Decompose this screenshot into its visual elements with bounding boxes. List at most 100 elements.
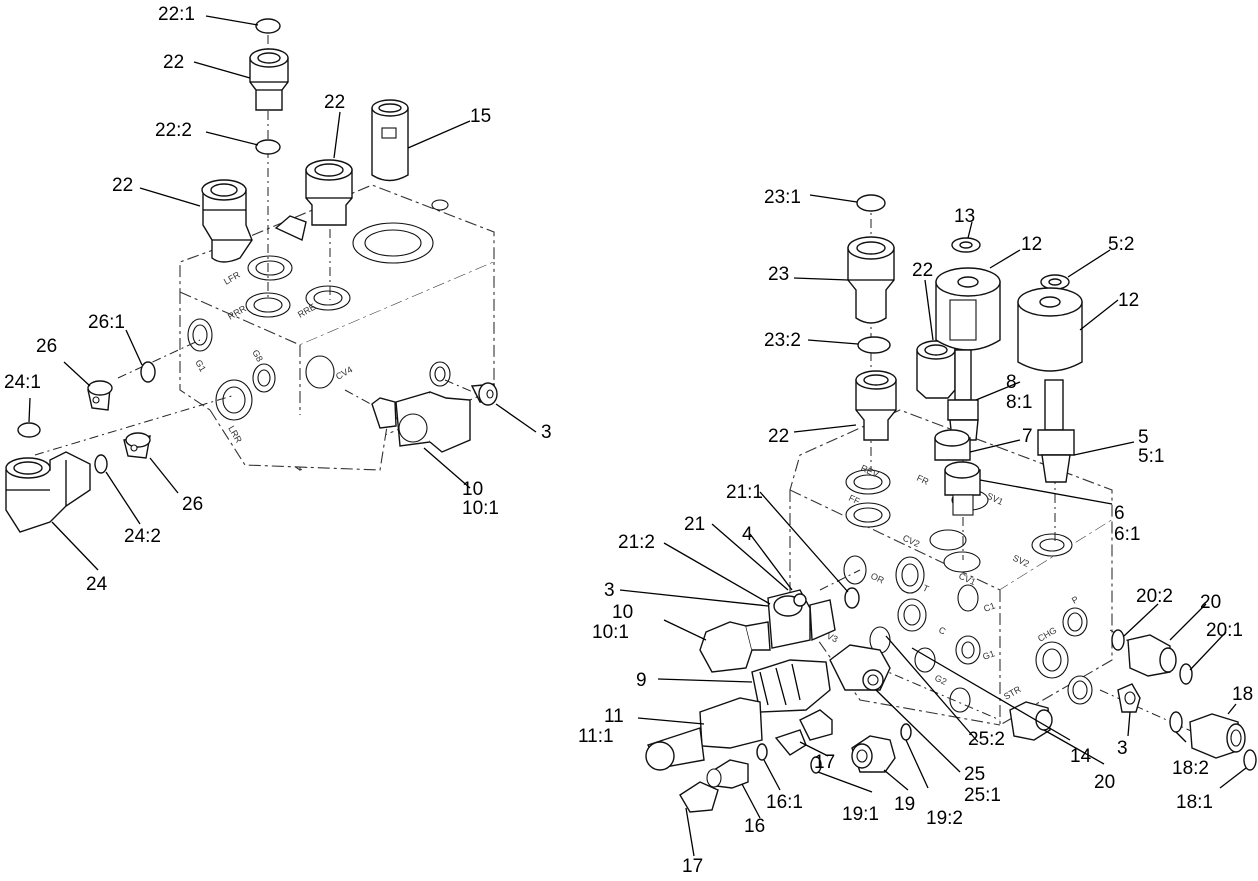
plug-26-upper — [87, 380, 113, 411]
o-ring-23-2 — [857, 336, 891, 354]
callout-24-2: 24:2 — [124, 526, 161, 547]
fitting-22-right-lower — [855, 370, 897, 441]
coil-12-left — [935, 267, 1001, 351]
fitting-22-elbow-left — [201, 179, 253, 263]
callout-12-upper: 12 — [1021, 234, 1042, 255]
callout-26-upper: 26 — [36, 336, 57, 357]
callout-13: 13 — [954, 206, 975, 227]
callout-23-2: 23:2 — [764, 330, 801, 351]
o-ring-16-1 — [756, 743, 768, 761]
callout-18-1: 18:1 — [1176, 792, 1213, 813]
right-manifold-assembly: REV FF FR SV1 CV2 CV1 SV2 OR T C1 C G1 G… — [619, 194, 1257, 857]
o-ring-22-2 — [255, 139, 281, 155]
o-ring-19-1 — [810, 756, 822, 774]
callout-5-1: 5:1 — [1138, 446, 1164, 467]
callout-15: 15 — [470, 106, 491, 127]
o-ring-23-1 — [856, 194, 886, 212]
callout-6-1: 6:1 — [1114, 524, 1140, 545]
port-mark-g1-right: G1 — [981, 648, 996, 662]
o-ring-4 — [793, 593, 807, 607]
callout-19: 19 — [894, 794, 915, 815]
callout-25-2: 25:2 — [968, 729, 1005, 750]
port-mark-p: P — [1070, 594, 1080, 606]
callout-12-lower: 12 — [1118, 290, 1139, 311]
callout-21-2: 21:2 — [618, 532, 655, 553]
callout-22-1: 22:1 — [158, 4, 195, 25]
plug-7 — [934, 429, 971, 461]
plug-10-right — [699, 621, 771, 673]
callout-labels: 22:1 22 22:2 22 15 22 26:1 26 24:1 3 10 … — [4, 4, 1253, 877]
callout-9: 9 — [636, 670, 647, 691]
plug-3-right — [1117, 683, 1141, 713]
callout-23: 23 — [768, 264, 789, 285]
callout-6: 6 — [1114, 503, 1125, 524]
callout-19-2: 19:2 — [926, 808, 963, 829]
port-mark-t: T — [921, 583, 931, 595]
o-ring-19-2 — [900, 723, 912, 741]
callout-11: 11 — [604, 706, 624, 727]
callout-17-upper: 17 — [814, 752, 835, 773]
callout-10-left: 10 — [462, 479, 483, 500]
plug-3-left — [470, 382, 498, 406]
callout-26-1: 26:1 — [88, 312, 125, 333]
o-ring-21-1 — [844, 587, 860, 609]
callout-22-center: 22 — [324, 92, 345, 113]
o-ring-18-1 — [1243, 749, 1257, 771]
callout-25-1: 25:1 — [964, 785, 1001, 806]
fitting-22-right-upper — [916, 340, 956, 399]
plug-10-left — [371, 391, 471, 453]
callout-20-1: 20:1 — [1206, 620, 1243, 641]
callout-3-right-upper: 3 — [604, 580, 615, 601]
port-mark-v3: V3 — [825, 631, 839, 645]
callout-3-left: 3 — [541, 422, 552, 443]
cartridge-5 — [1037, 379, 1075, 483]
callout-26-lower: 26 — [182, 494, 203, 515]
port-mark-g8: G8 — [250, 348, 265, 363]
callout-5: 5 — [1138, 427, 1149, 448]
callout-20-lower: 20 — [1094, 772, 1115, 793]
callout-20-upper: 20 — [1200, 592, 1221, 613]
callout-4: 4 — [742, 524, 753, 545]
callout-3-right-lower: 3 — [1117, 738, 1128, 759]
callout-25: 25 — [964, 764, 985, 785]
callout-18-2: 18:2 — [1172, 758, 1209, 779]
o-ring-18-2 — [1169, 711, 1183, 733]
fitting-20-lower — [1009, 701, 1053, 741]
callout-19-1: 19:1 — [842, 804, 879, 825]
clip-17-lower — [679, 781, 719, 813]
callout-10-1-right: 10:1 — [592, 622, 629, 643]
o-ring-24-2 — [94, 454, 108, 474]
callout-10-1-left: 10:1 — [462, 498, 499, 519]
callout-24-1: 24:1 — [4, 372, 41, 393]
callout-10-right: 10 — [612, 602, 633, 623]
o-ring-24-1 — [17, 422, 41, 438]
callout-8: 8 — [1006, 372, 1017, 393]
fitting-16 — [706, 759, 749, 789]
left-manifold-assembly: LFR RRR RRE G1 G8 LRR CV4 — [5, 15, 537, 571]
clip-17-upper — [774, 709, 833, 756]
fitting-23 — [847, 236, 895, 324]
callout-22-right-upper: 22 — [912, 260, 933, 281]
cartridge-11 — [645, 697, 763, 771]
fitting-22-top — [249, 48, 289, 111]
fitting-18 — [1189, 713, 1246, 759]
callout-20-2: 20:2 — [1136, 586, 1173, 607]
nut-13 — [951, 237, 981, 253]
fitting-20-upper — [1127, 634, 1177, 677]
callout-22-2: 22:2 — [155, 120, 192, 141]
o-ring-20-1 — [1179, 663, 1193, 685]
port-mark-c: C — [937, 625, 948, 637]
left-manifold-block: LFR RRR RRE G1 G8 LRR CV4 — [179, 184, 495, 471]
callout-22-left: 22 — [112, 175, 133, 196]
o-ring-22-1 — [255, 18, 281, 34]
sleeve-15 — [371, 99, 409, 182]
plug-26-lower — [123, 432, 151, 459]
callout-8-1: 8:1 — [1006, 392, 1032, 413]
nut-5-2 — [1040, 274, 1070, 290]
coil-12-right — [1017, 287, 1083, 372]
port-mark-ff: FF — [847, 493, 862, 507]
port-mark-fr: FR — [915, 473, 931, 487]
callout-7: 7 — [1022, 426, 1033, 447]
callout-21: 21 — [684, 514, 705, 535]
fitting-19 — [851, 735, 896, 773]
